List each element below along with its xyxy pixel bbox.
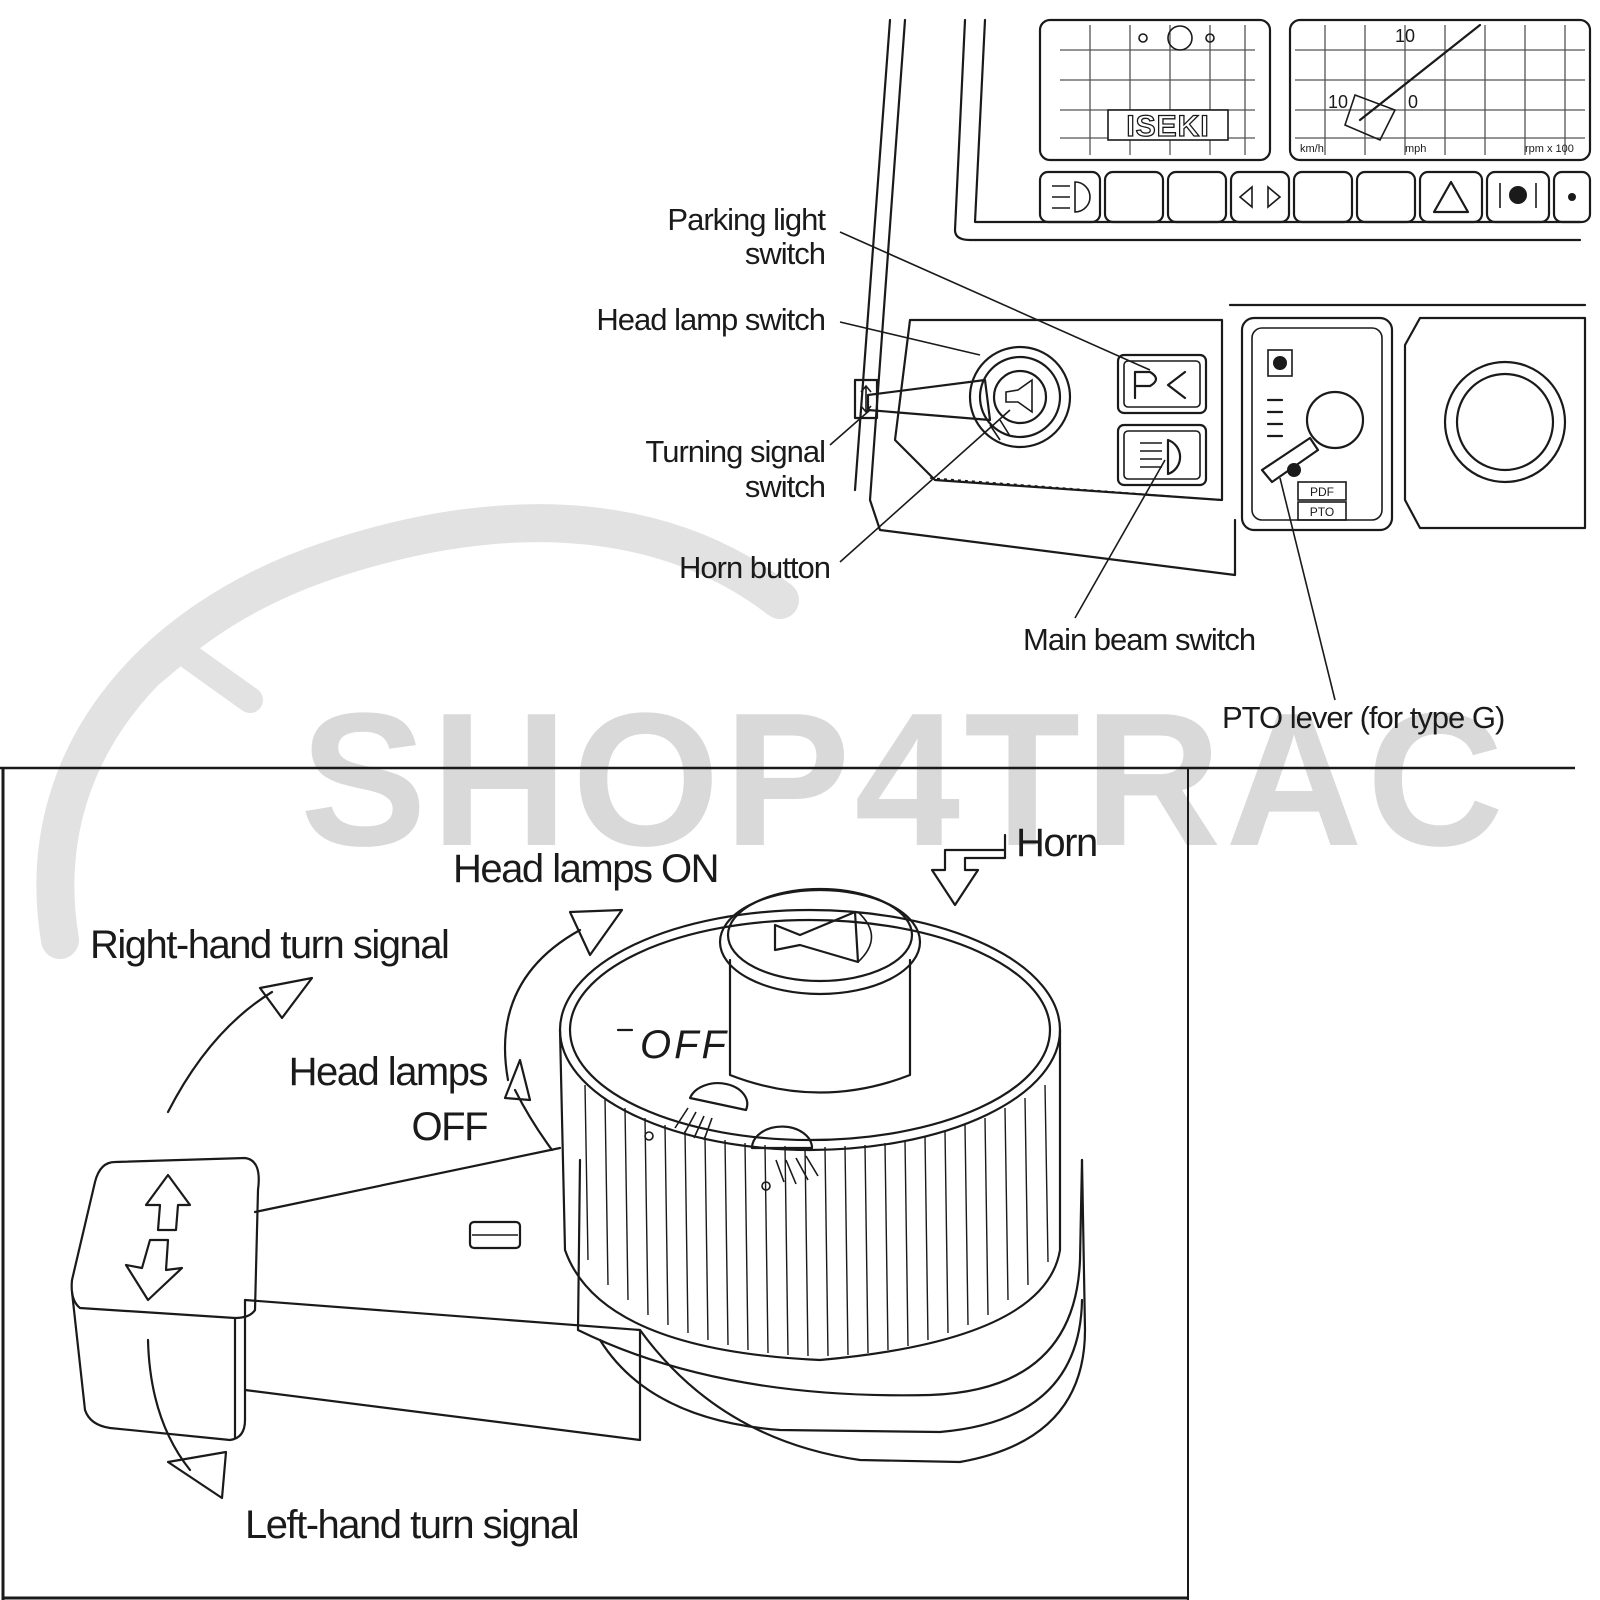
main-beam-switch [1116,423,1208,487]
knob-off-label: OFF [640,1023,729,1067]
label-parking-light-1: Parking light [667,202,826,237]
label-horn-button: Horn button [679,550,830,585]
label-main-beam-switch: Main beam switch [1023,622,1255,657]
pto-lever [1260,436,1320,484]
gauge-number-2: 10 [1328,92,1348,112]
gauge-panel-right [1288,18,1592,162]
turn-arrows-icon [1238,185,1282,209]
headlamp-icon [1052,181,1091,213]
label-head-lamp-switch: Head lamp switch [596,302,825,337]
turn-down-arrow-icon [124,1238,184,1302]
head-lamps-on-arrow-icon [568,908,624,957]
label-turning-signal-2: switch [745,469,825,504]
head-lamp-knob-side [558,1028,1062,1362]
left-turn-arrow-icon [166,1450,228,1500]
pto-plate-top: PDF [1310,485,1334,499]
callout-leaders [829,231,1336,701]
gauge-unit-kmh: km/h [1300,143,1324,155]
gauge-unit-mph: mph [1405,143,1426,155]
headlamp-indicator [1038,170,1102,224]
work-light-icon [1509,186,1527,204]
round-gauge [1443,360,1567,484]
parking-light-icon [1133,370,1158,400]
iseki-logo: ISEKI [1126,110,1209,143]
watermark-text: SHOP4TRAC [300,674,1508,886]
label-head-lamps-on: Head lamps ON [453,847,718,891]
direction-arrows [146,833,1007,1500]
head-lamp-high-icon [750,1125,814,1150]
turn-signal-lever [866,378,992,422]
turn-up-arrow-icon [144,1173,192,1232]
dashboard-illustration: ISEKI 10 10 0 km/h mph rpm x 100 [853,18,1592,577]
lever-slot [468,1220,522,1250]
warning-lamp-row [1038,170,1592,224]
label-head-lamps-off-1: Head lamps [289,1050,488,1094]
watermark: SHOP4TRAC [36,504,1508,959]
lever-arm-top [253,1146,562,1214]
work-light-indicator [1485,170,1551,224]
label-turning-signal-1: Turning signal [645,434,825,469]
label-left-hand-turn: Left-hand turn signal [245,1503,578,1547]
right-panel [1403,316,1587,530]
turn-signal-cap [70,1156,260,1320]
head-lamp-knob-top [558,908,1062,1152]
knob-knurling [584,1084,1049,1357]
pto-panel [1240,316,1394,532]
parking-light-switch [1116,353,1208,415]
horn-press-arrow-icon [930,833,1007,907]
turn-indicator [1229,170,1291,224]
right-turn-arrow-icon [258,976,314,1020]
lever-arm-body [243,1298,642,1442]
label-horn: Horn [1016,821,1097,865]
horn-icon-small [1005,378,1033,414]
horn-button [728,958,912,1094]
hazard-indicator [1418,170,1484,224]
gauge-number-1: 10 [1395,26,1415,46]
label-right-hand-turn: Right-hand turn signal [90,923,448,967]
gauge-unit-rpm: rpm x 100 [1525,143,1574,155]
callout-labels: Parking light switch Head lamp switch Tu… [596,202,1505,735]
head-lamp-low-icon [688,1082,749,1112]
label-pto-lever: PTO lever (for type G) [1222,700,1504,735]
label-head-lamps-off-2: OFF [412,1105,488,1149]
head-lamp-switch-knob [968,345,1072,449]
main-beam-icon [1166,438,1182,476]
combination-switch-illustration: OFF Right-hand turn signal Left-hand tur… [70,821,1098,1547]
gauge-panel-left [1038,18,1272,162]
label-parking-light-2: switch [745,236,825,271]
hazard-triangle-icon [1432,180,1470,214]
pto-plate-bottom: PTO [1310,505,1334,519]
switch-hub [576,1158,1084,1397]
gauge-number-3: 0 [1408,92,1418,112]
